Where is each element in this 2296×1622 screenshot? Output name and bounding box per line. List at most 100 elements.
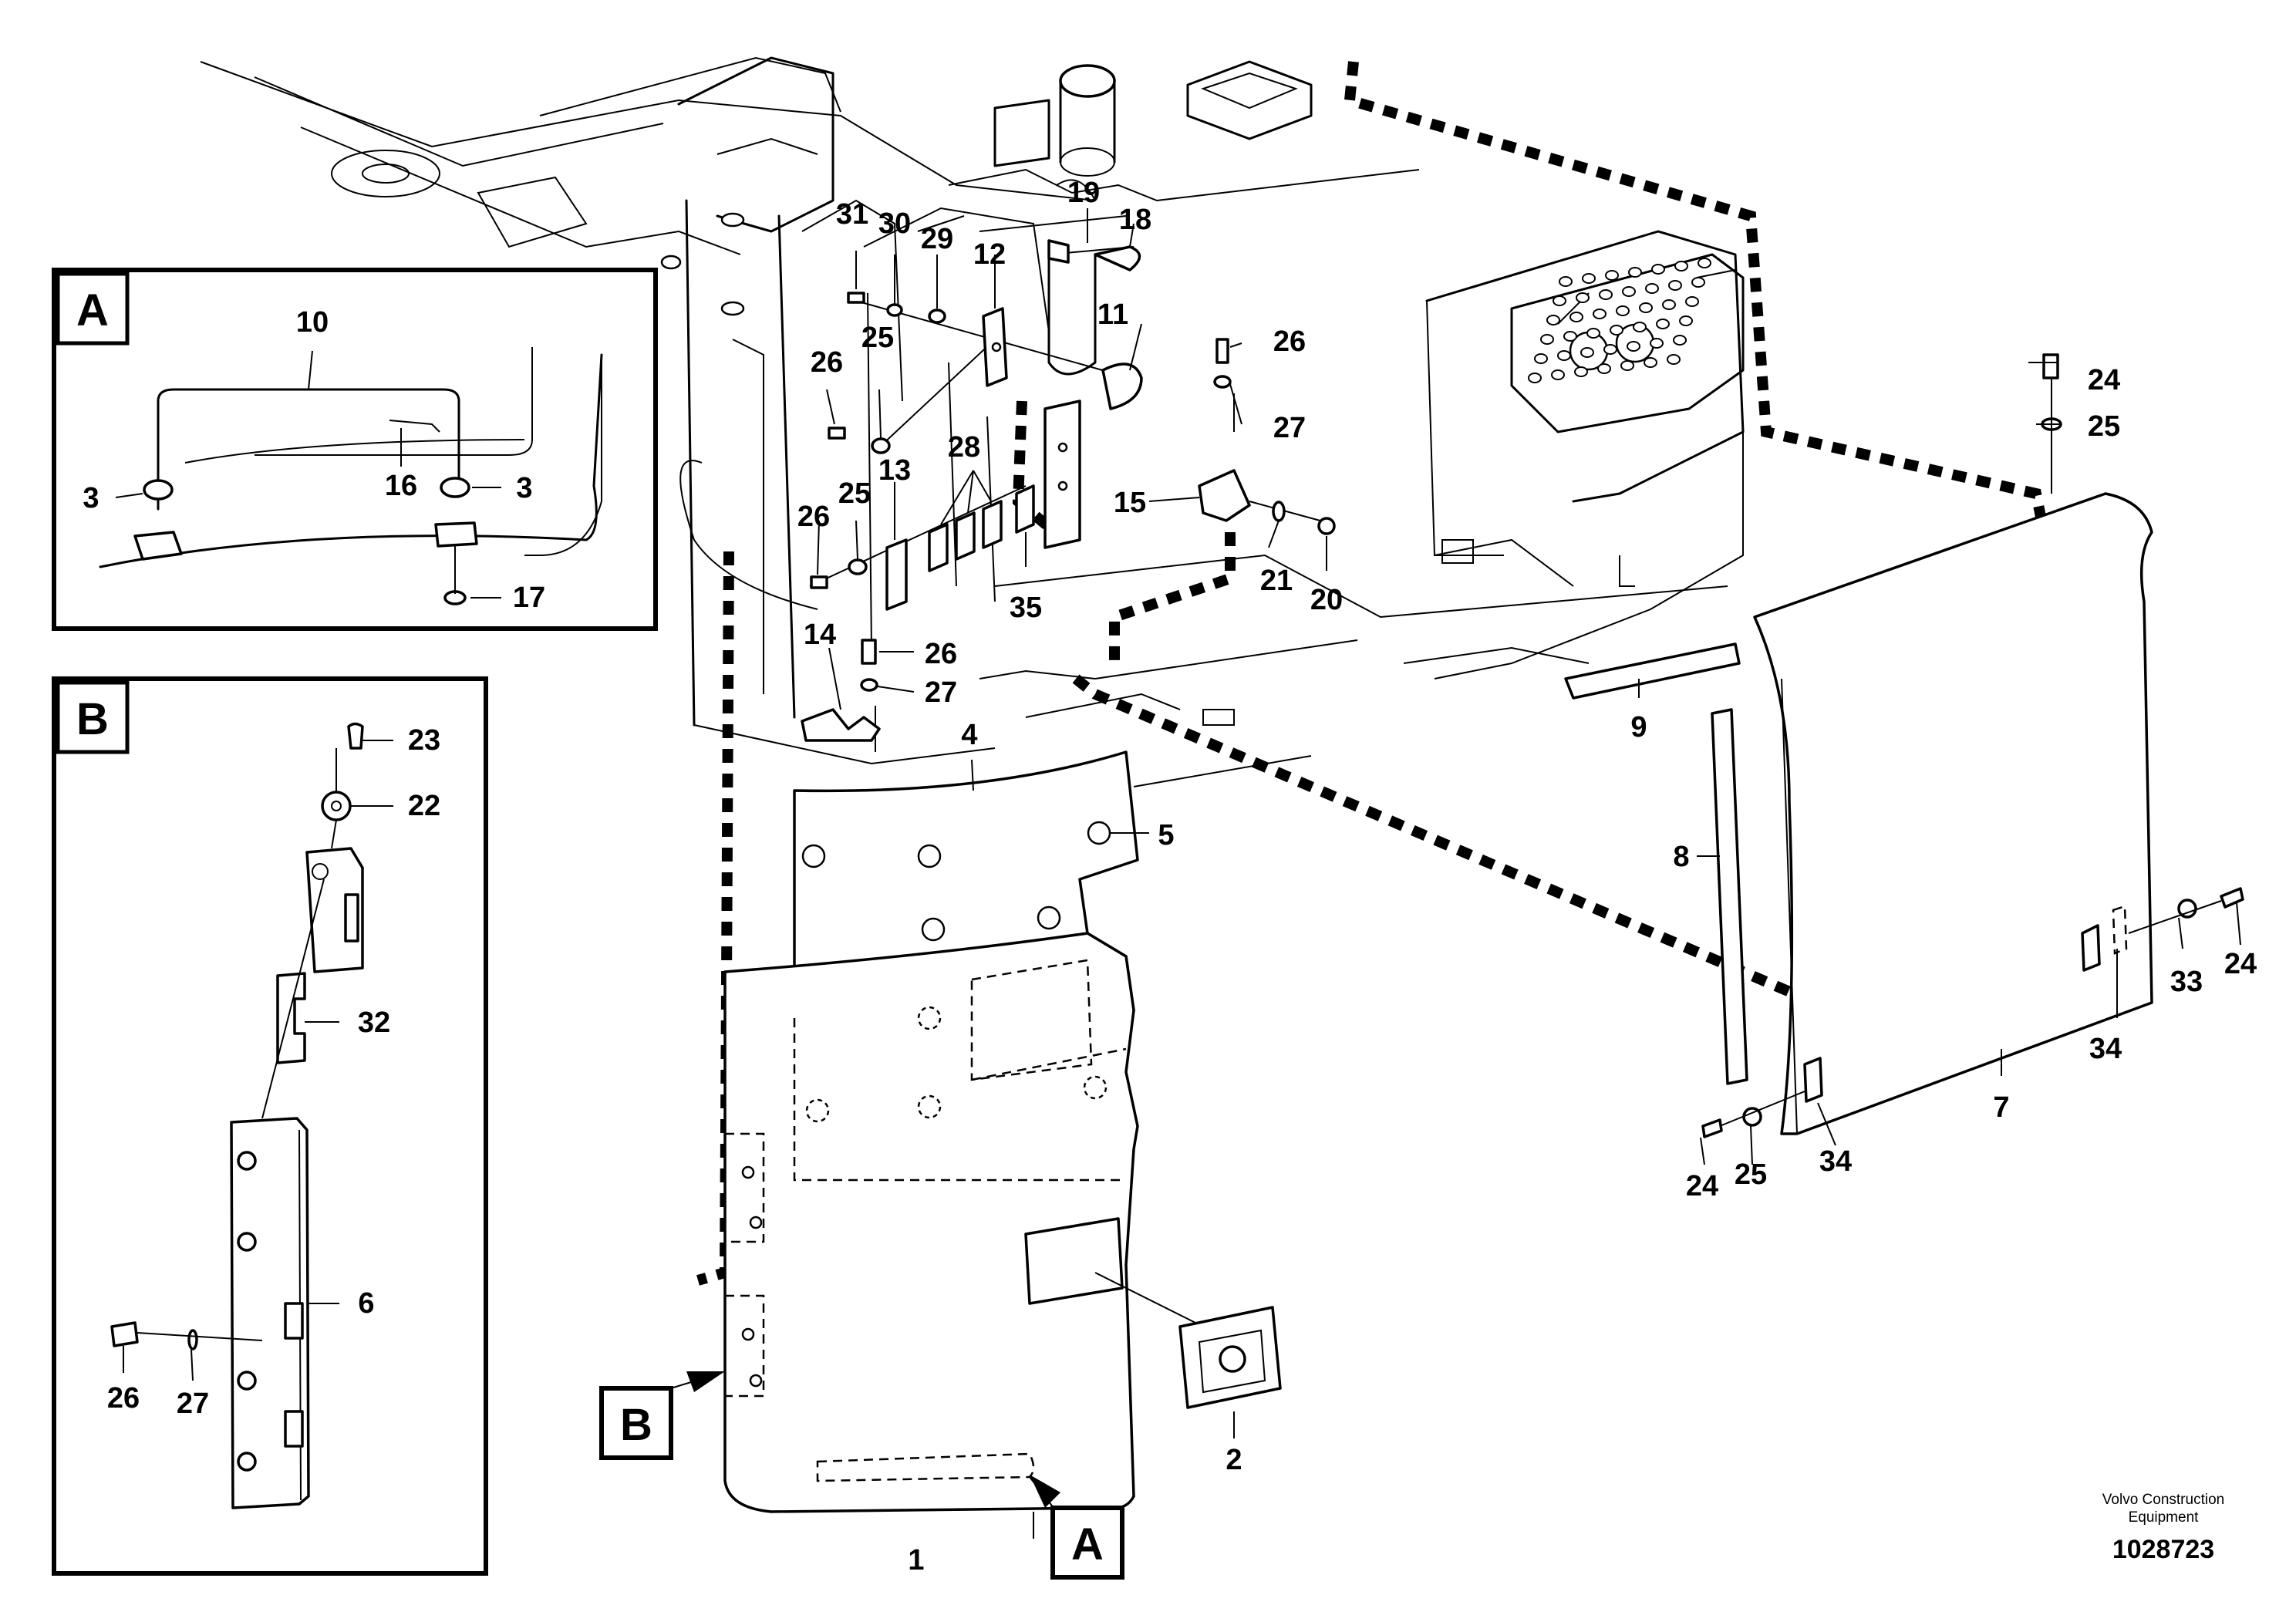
grating-hole [1553,295,1566,306]
credit-line-2: Equipment [2129,1509,2200,1526]
bolt-26d-icon [861,639,877,665]
latch-11-icon [1101,363,1143,410]
grating-hole [1627,341,1640,352]
label-20: 20 [1310,584,1343,616]
credit-line-1: Volvo Construction [2102,1492,2224,1508]
label-7: 7 [1993,1091,2009,1124]
grating-hole [1603,344,1617,355]
filler-cap [1059,64,1116,98]
detail-a-letter: A [76,285,109,336]
grommet-3b-icon [440,477,470,498]
part-labels: 31 30 29 12 19 18 11 26 25 26 27 28 13 2… [797,177,2257,1576]
knob-20-icon [1317,517,1336,535]
label-21: 21 [1260,565,1293,597]
grating-hole [1667,354,1681,365]
bolt-31-icon [847,292,865,304]
detail-view-b: B 23 22 32 6 26 27 [52,676,488,1576]
detail-view-a: A 10 3 16 3 17 [52,268,658,631]
hardware-cluster [801,208,1336,752]
grommet-5-icon [1087,821,1111,845]
grating-hole [1574,366,1588,377]
label-26-c: 26 [797,501,830,533]
grating-hole [1597,363,1611,374]
bolt-24a-icon [2042,353,2059,379]
grating-hole [1698,258,1711,268]
grating-holes [1528,258,1711,383]
side-panel-7 [1753,492,2153,1135]
bolt-26b-icon [810,575,828,589]
grating-hole [1528,373,1542,383]
label-15: 15 [1114,487,1146,519]
washer-33-icon [2177,899,2197,919]
grating-hole [1622,286,1636,297]
grommet-3a-icon [143,479,174,501]
detail-a-frame [52,268,658,631]
callout-a-letter: A [1071,1519,1104,1570]
clip-34b-icon [1803,1057,1823,1103]
grating-hole [1546,315,1560,325]
label-29: 29 [921,223,953,255]
machine-frame [200,56,1745,787]
label-3-right: 3 [516,472,532,504]
label-28: 28 [948,431,980,464]
label-26-d: 26 [925,638,957,670]
label-26-top: 26 [1273,325,1306,358]
label-10: 10 [296,306,329,339]
washer-29-icon [928,309,946,324]
label-34-a: 34 [2089,1033,2122,1065]
side-panel [1564,353,2244,1165]
label-3-left: 3 [83,482,99,514]
door-panels [723,750,1282,1539]
grating-hole [1616,305,1630,316]
callout-b-tag [599,1386,673,1460]
nut-plate-a-icon [133,531,183,561]
grating-hole [1673,335,1687,346]
grating-hole [1651,264,1665,275]
grating-hole [1599,289,1613,300]
bolt-24b-icon [2220,887,2244,909]
grating-hole [1691,277,1705,288]
label-6: 6 [358,1287,374,1320]
detail-b-letter: B [76,694,109,744]
label-27-top: 27 [1273,412,1306,444]
grating-hole [1586,328,1600,339]
grating-hole [1668,280,1682,291]
bolt-26-icon [828,427,846,440]
bracket-15 [1198,469,1251,522]
grating-hole [1645,283,1659,294]
label-34-b: 34 [1819,1145,1852,1178]
grating-hole [1582,273,1596,284]
grating-hole [1605,270,1619,281]
label-27-b: 27 [177,1388,209,1420]
grating-hole [1576,292,1590,303]
label-17: 17 [513,582,545,614]
label-32: 32 [358,1007,390,1039]
bolt-26c-icon [1215,338,1229,364]
washer-21-icon [1272,501,1286,522]
label-12: 12 [973,238,1006,271]
label-24-c: 24 [1686,1170,1718,1202]
grating-hole [1557,350,1571,361]
view-callouts: A B [599,1371,1124,1580]
washer-27b-icon [860,678,878,692]
label-16: 16 [385,470,417,502]
grating-hole [1569,312,1583,322]
label-27-d: 27 [925,676,957,709]
grating-hole [1534,353,1548,364]
callout-b-letter: B [620,1400,652,1450]
label-25-d: 25 [1735,1158,1767,1191]
label-26-a: 26 [811,346,843,379]
clip-13 [885,538,908,611]
label-1: 1 [908,1544,924,1576]
clip-35 [1015,484,1035,534]
detail-a-tag [56,271,130,346]
grating-hole [1639,302,1653,313]
grating-hole [1551,369,1565,380]
grating-hole [1620,360,1634,371]
label-4: 4 [961,719,977,751]
grating-hole [1563,331,1577,342]
bracket-14 [801,708,881,742]
label-26-b: 26 [107,1382,140,1415]
grating-hole [1580,347,1594,358]
grating-hole [1540,334,1554,345]
